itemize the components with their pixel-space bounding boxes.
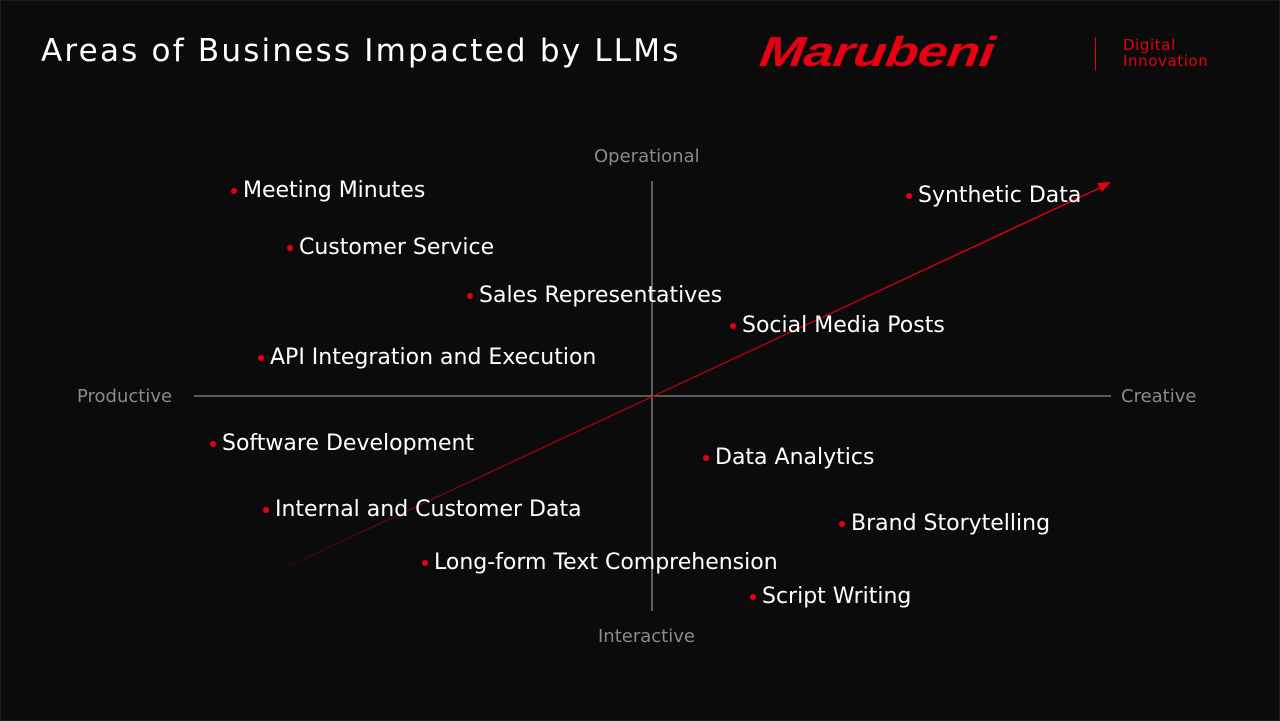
- bullet-dot: [730, 323, 736, 329]
- item-label: Long-form Text Comprehension: [434, 550, 778, 575]
- logo-divider: [1095, 37, 1096, 71]
- bullet-dot: [467, 293, 473, 299]
- bullet-dot: [231, 188, 237, 194]
- item-data-analytics: Data Analytics: [703, 447, 874, 469]
- item-label: Script Writing: [762, 584, 912, 609]
- bullet-dot: [906, 193, 912, 199]
- item-internal-customer-data: Internal and Customer Data: [263, 499, 582, 521]
- bullet-dot: [287, 245, 293, 251]
- bullet-dot: [263, 507, 269, 513]
- item-label: Synthetic Data: [918, 183, 1082, 208]
- logo-subtitle: Digital Innovation: [1123, 37, 1208, 69]
- item-synthetic-data: Synthetic Data: [906, 185, 1081, 207]
- item-label: API Integration and Execution: [270, 345, 597, 370]
- item-label: Customer Service: [299, 235, 495, 260]
- axis-label-productive: Productive: [77, 386, 173, 407]
- item-label: Data Analytics: [715, 445, 875, 470]
- item-label: Brand Storytelling: [851, 511, 1051, 536]
- bullet-dot: [422, 560, 428, 566]
- item-label: Internal and Customer Data: [275, 497, 582, 522]
- axis-label-creative: Creative: [1121, 386, 1197, 407]
- bullet-dot: [703, 455, 709, 461]
- page-title: Areas of Business Impacted by LLMs: [41, 33, 681, 69]
- item-script-writing: Script Writing: [750, 586, 911, 608]
- item-label: Social Media Posts: [742, 313, 945, 338]
- item-label: Sales Representatives: [479, 283, 723, 308]
- trend-arrow-head: [1097, 182, 1111, 192]
- item-label: Meeting Minutes: [243, 178, 426, 203]
- item-brand-storytelling: Brand Storytelling: [839, 513, 1050, 535]
- item-sales-representatives: Sales Representatives: [467, 285, 722, 307]
- logo-subtitle-line2: Innovation: [1123, 52, 1209, 70]
- bullet-dot: [210, 441, 216, 447]
- logo-subtitle-line1: Digital: [1123, 36, 1176, 54]
- item-meeting-minutes: Meeting Minutes: [231, 180, 425, 202]
- axis-label-interactive: Interactive: [598, 626, 695, 647]
- item-customer-service: Customer Service: [287, 237, 494, 259]
- axis-label-operational: Operational: [594, 146, 700, 167]
- trend-arrow-line: [245, 186, 1103, 587]
- item-software-development: Software Development: [210, 433, 474, 455]
- item-social-media-posts: Social Media Posts: [730, 315, 945, 337]
- item-api-integration: API Integration and Execution: [258, 347, 596, 369]
- bullet-dot: [258, 355, 264, 361]
- item-long-form-text: Long-form Text Comprehension: [422, 552, 778, 574]
- item-label: Software Development: [222, 431, 475, 456]
- bullet-dot: [750, 594, 756, 600]
- bullet-dot: [839, 521, 845, 527]
